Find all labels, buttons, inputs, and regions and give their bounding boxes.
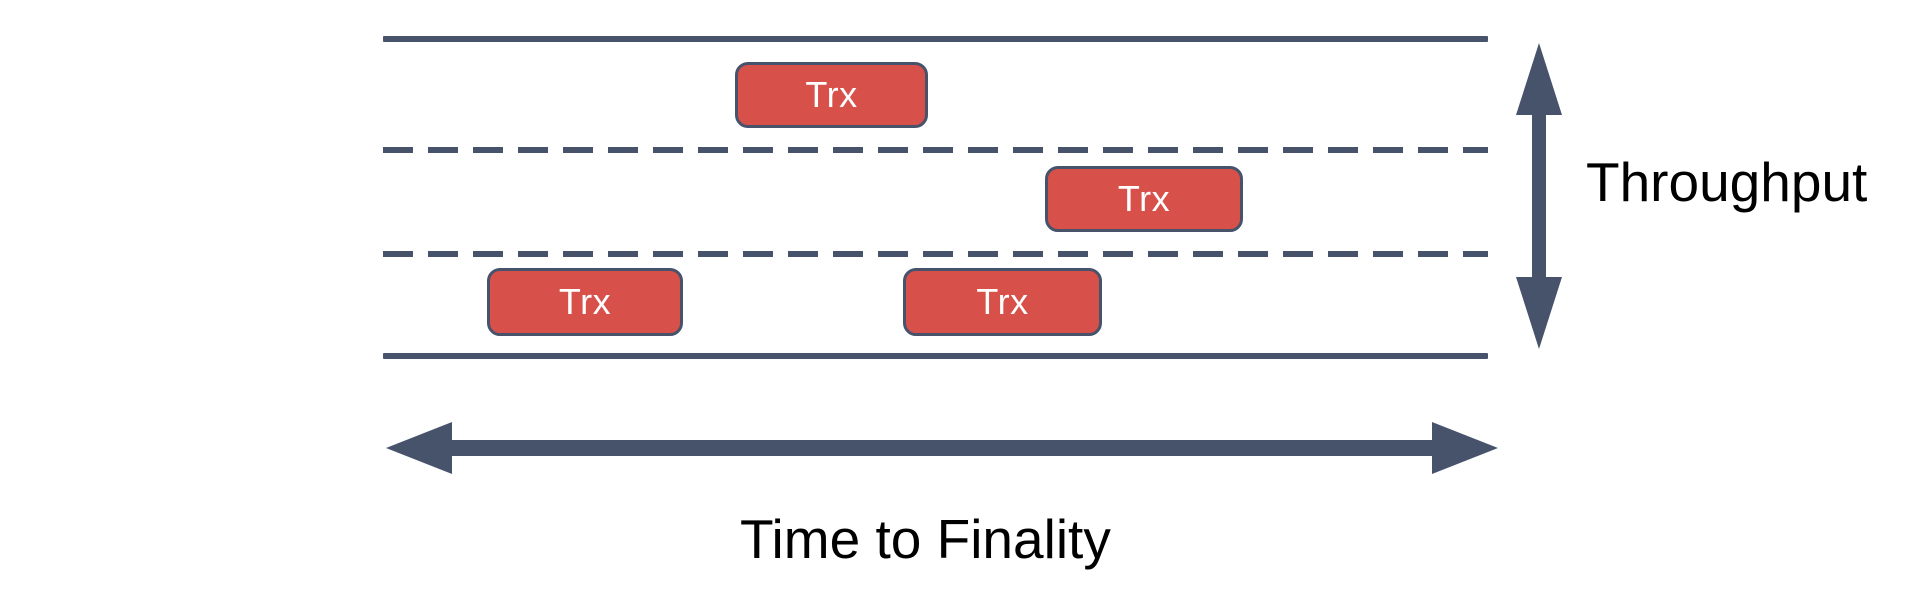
throughput-double-arrow-icon: [1516, 43, 1562, 349]
time-to-finality-axis-label: Time to Finality: [740, 508, 1111, 570]
transaction-box-2[interactable]: Trx: [1045, 166, 1243, 232]
lane-divider-line-1: [383, 147, 1488, 153]
lane-divider-line-2: [383, 251, 1488, 257]
transaction-box-3-label: Trx: [558, 281, 612, 322]
transaction-box-1-label: Trx: [805, 74, 858, 115]
transaction-box-2-label: Trx: [1117, 178, 1171, 219]
transaction-box-3[interactable]: Trx: [487, 268, 683, 336]
throughput-axis-label: Throughput: [1586, 151, 1868, 213]
lane-top-boundary-line: [383, 36, 1488, 42]
finality-double-arrow-icon: [386, 422, 1498, 474]
transaction-box-1[interactable]: Trx: [735, 62, 928, 128]
transaction-box-4[interactable]: Trx: [903, 268, 1102, 336]
transaction-box-4-label: Trx: [976, 281, 1029, 322]
lane-bottom-boundary-line: [383, 353, 1488, 359]
